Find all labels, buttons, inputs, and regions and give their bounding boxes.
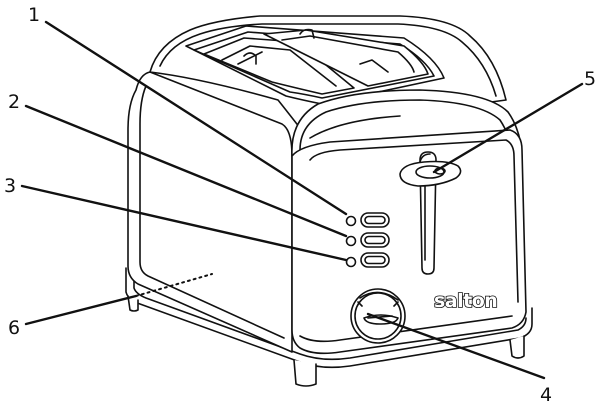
toaster-front-panel bbox=[291, 129, 527, 355]
indicator-light-1 bbox=[345, 215, 357, 227]
button-panel bbox=[345, 212, 390, 268]
crumb-tray[interactable] bbox=[135, 273, 213, 297]
callout-3: 3 bbox=[4, 175, 16, 197]
brand-logo: salton bbox=[434, 290, 497, 312]
callout-1: 1 bbox=[28, 4, 40, 26]
indicator-light-3 bbox=[345, 256, 357, 268]
toaster-side-panel bbox=[127, 71, 293, 353]
callout-5: 5 bbox=[584, 68, 596, 90]
callout-4: 4 bbox=[540, 384, 552, 406]
leader-lines bbox=[20, 20, 584, 380]
browning-control-knob[interactable] bbox=[350, 288, 406, 344]
callout-6: 6 bbox=[8, 317, 20, 339]
callout-2: 2 bbox=[8, 91, 20, 113]
indicator-light-2 bbox=[345, 235, 357, 247]
